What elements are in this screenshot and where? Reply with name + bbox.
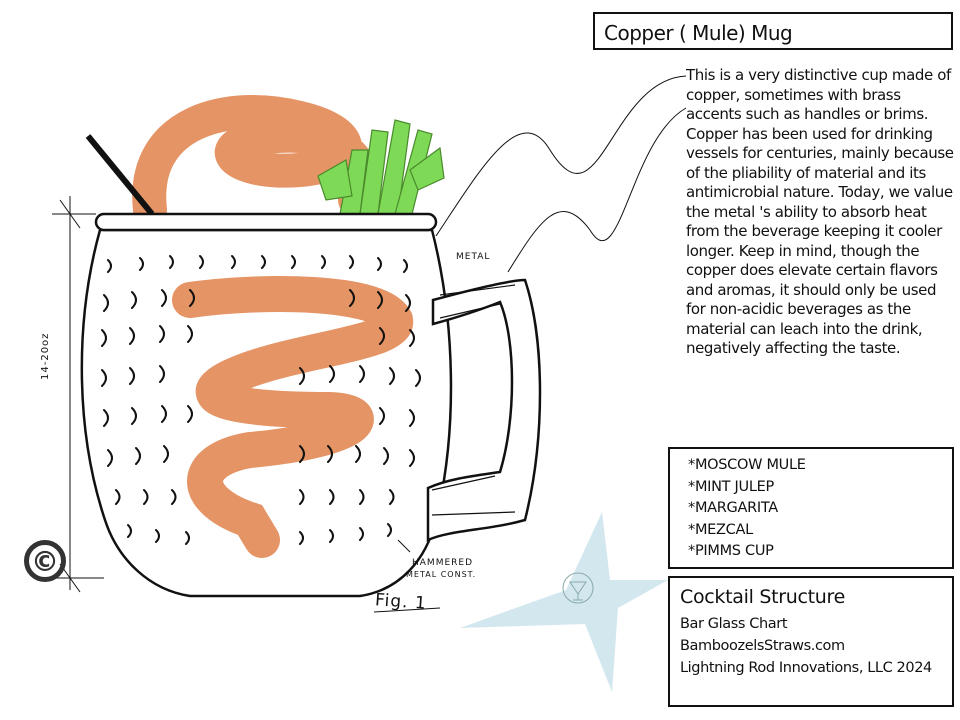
callout-line-hammered: [397, 539, 411, 553]
credits-heading: Cocktail Structure: [680, 586, 846, 608]
copyright-icon: ©: [24, 540, 66, 582]
credits-line: Lightning Rod Innovations, LLC 2024: [680, 660, 932, 676]
straw: [85, 134, 155, 216]
cocktail-item: *MEZCAL: [688, 521, 753, 538]
cocktail-list: *MOSCOW MULE *MINT JULEP *MARGARITA *MEZ…: [670, 449, 952, 563]
metal-label: METAL: [456, 252, 491, 262]
callout-line-top: [435, 75, 687, 237]
mug-rim: [94, 212, 438, 232]
cocktail-item: *MARGARITA: [688, 500, 778, 516]
page-title: Copper ( Mule) Mug: [604, 21, 793, 45]
credits-box: Cocktail Structure Bar Glass Chart Bambo…: [668, 576, 954, 707]
cocktail-list-box: *MOSCOW MULE *MINT JULEP *MARGARITA *MEZ…: [668, 447, 954, 569]
cocktail-item: *MINT JULEP: [688, 478, 774, 495]
callout-line-metal: [507, 107, 687, 273]
credits-line: Bar Glass Chart: [680, 616, 788, 632]
cocktail-item: *MOSCOW MULE: [688, 457, 806, 473]
metal-const-label: METAL CONST.: [406, 570, 477, 579]
orange-swirl: [132, 95, 378, 227]
description-text: This is a very distinctive cup made of c…: [686, 66, 954, 357]
figure-label: Fig. 1: [374, 590, 428, 614]
orange-swirl-body: [172, 276, 413, 558]
brand-logo: [562, 572, 594, 604]
hammered-label: HAMMERED: [412, 558, 474, 568]
hammered-dimples: [101, 255, 421, 545]
credits-line: BamboozelsStraws.com: [680, 638, 845, 654]
cocktail-item: *PIMMS CUP: [688, 543, 774, 559]
mug-handle: [426, 278, 542, 542]
capacity-label: 14-20oz: [40, 332, 51, 380]
title-box: Copper ( Mule) Mug: [593, 12, 953, 50]
dimension-lines: [52, 196, 104, 593]
mint-garnish: [317, 119, 445, 215]
star-shape: [460, 512, 668, 692]
